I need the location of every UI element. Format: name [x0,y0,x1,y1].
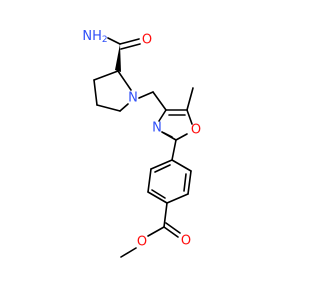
molecule-structure: NH2 O N N O O O [82,29,201,258]
atom-labels: NH2 O N N O O O [82,29,201,250]
bond-amide-c-o-2 [120,43,141,50]
atom-label-ester-carbonyl-o: O [181,234,191,249]
bond-amide-c-o-1 [119,38,140,45]
bond-pyr-n-c2 [117,70,132,91]
bond-pyr-c5-n [119,103,129,112]
bond-ph-2-3 [187,170,192,195]
bond-ester-c-o-double-2 [165,222,181,234]
bond-ph-4-5 [147,191,168,204]
bond-ch2-oxazole-c4 [152,91,167,111]
bond-amide-c-nh2 [107,37,121,45]
bond-pyr-c2-c3 [93,70,119,81]
bond-stereo-wedge [115,44,121,72]
bond-ph-6-1 [150,159,173,170]
bond-ox-n-c4 [158,109,167,122]
bond-ester-o-ch3 [120,247,137,258]
atom-label-pyrrolidine-n: N [128,91,138,106]
bond-methyl [186,87,194,111]
bond-pyr-c3-c4 [93,79,98,106]
bond-ph-inner-a [183,173,187,192]
bond-ester-c-o [147,226,165,237]
bond-ph-inner-c [154,164,171,173]
bond-ph-3-4 [166,193,189,204]
bond-pyr-c4-c5 [96,104,121,112]
bond-ph-ester-c [163,202,168,228]
atom-label-amide-nh2: NH2 [82,29,107,46]
bond-ox-o-c2 [175,133,188,141]
bonds [93,37,194,258]
atom-label-amide-o: O [142,33,152,48]
bond-n-ch2 [138,91,154,99]
atom-label-oxazole-o: O [191,123,201,138]
bond-ester-c-o-double-1 [163,226,179,238]
bond-ph-5-6 [147,168,152,193]
atom-label-ester-o: O [137,235,147,250]
bond-ox-c5-o [186,109,193,125]
atom-label-oxazole-n: N [152,121,162,136]
bond-ph-1-2 [171,159,192,172]
bond-ph-inner-b [151,189,166,199]
bond-ox-c2-ph [171,139,177,161]
bond-ox-c2-n-inner [163,132,173,138]
